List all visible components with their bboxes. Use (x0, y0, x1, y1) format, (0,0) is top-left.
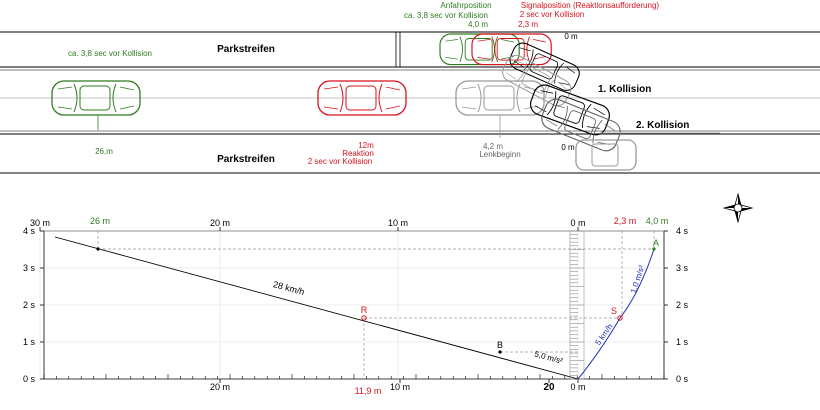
y-ticks-left: 0 s 1 s 2 s 3 s 4 s (23, 226, 44, 384)
y-tick-left-label: 0 s (23, 374, 36, 384)
compass-icon (722, 192, 754, 224)
time-distance-chart: 0 s 1 s 2 s 3 s 4 s 0 s 1 s 2 s 3 s 4 s 30 m 20 m… (23, 216, 689, 396)
y-tick-left-label: 3 s (23, 263, 36, 273)
y-tick-right-label: 3 s (676, 263, 689, 273)
y-tick-right-label: 2 s (676, 300, 689, 310)
road-scene: Parkstreifen Parkstreifen ca. 3,8 sec vo… (0, 1, 820, 174)
y-ticks-right: 0 s 1 s 2 s 3 s 4 s (664, 226, 689, 384)
green-car-time-label: ca. 3,8 sec vor Kollision (68, 49, 152, 58)
x-tick-bottom-label: 20 m (210, 382, 230, 392)
zero-marker-top: 0 m (564, 32, 578, 41)
series-28kmh-line (54, 236, 579, 380)
lane-label-bottom: Parkstreifen (217, 154, 275, 165)
y-tick-right-label: 0 s (676, 374, 689, 384)
y-tick-right-label: 4 s (676, 226, 689, 236)
start-position-label: Anfahrposition (440, 1, 491, 10)
point-s-label: S (611, 306, 617, 316)
speed-28kmh-label: 28 km/h (272, 279, 306, 297)
green-car-distance: 26,m (95, 147, 113, 156)
x-tick-top-label: 20 m (210, 218, 230, 228)
red-car-reaction-time: 2 sec vor Kollision (308, 157, 372, 166)
grey-car-label: Lenkbeginn (479, 150, 520, 159)
point-r-label: R (361, 305, 368, 315)
accel-label: 1,0 m/s² (629, 264, 647, 295)
marker-4-0m: 4,0 m (646, 216, 669, 226)
x-tick-bottom-label: 20 (543, 382, 555, 393)
x-tick-bottom-label: 0 m (570, 382, 585, 392)
marker-11-9m: 11,9 m (355, 386, 382, 396)
collision-2-label: 2. Kollision (636, 120, 689, 131)
x-tick-top-label: 10 m (388, 218, 408, 228)
y-tick-left-label: 4 s (23, 226, 36, 236)
series-accel-line (619, 248, 655, 319)
signal-position-distance: 2,3 m (518, 20, 538, 29)
x-ticks-top: 30 m 20 m 10 m 0 m (30, 218, 586, 231)
signal-position-label: Signalposition (Reaktionsaufforderung) (521, 1, 659, 10)
start-position-distance: 4,0 m (468, 20, 488, 29)
zero-marker-bottom: 0 m (561, 143, 575, 152)
y-tick-right-label: 1 s (676, 337, 689, 347)
parked-car (575, 139, 637, 171)
red-car-distance: 12m (358, 141, 374, 150)
series-5kmh-line (577, 317, 621, 380)
collision-1-label: 1. Kollision (598, 84, 651, 95)
lane-label-top: Parkstreifen (217, 44, 275, 55)
x-tick-bottom-label: 10 m (390, 382, 410, 392)
grey-car-distance: 4,2 m (483, 142, 503, 151)
x-tick-top-label: 0 m (570, 218, 585, 228)
y-tick-left-label: 1 s (23, 337, 36, 347)
red-car-reaction: Reaktion (342, 149, 374, 158)
marker-2-3m: 2,3 m (614, 216, 637, 226)
point-a-label: A (653, 238, 659, 248)
point-b-label: B (497, 340, 503, 350)
start-position-time: ca. 3,8 sec vor Kollision (404, 11, 488, 20)
x-ticks-bottom: 20 m 10 m 20 0 m (43, 374, 665, 393)
decel-label: 5,0 m/s² (534, 349, 565, 365)
signal-position-time: 2 sec vor Kollision (520, 10, 584, 19)
x-tick-top-label: 30 m (30, 218, 50, 228)
marker-26m: 26 m (90, 216, 110, 226)
zero-ruler (569, 230, 585, 380)
y-tick-left-label: 2 s (23, 300, 36, 310)
